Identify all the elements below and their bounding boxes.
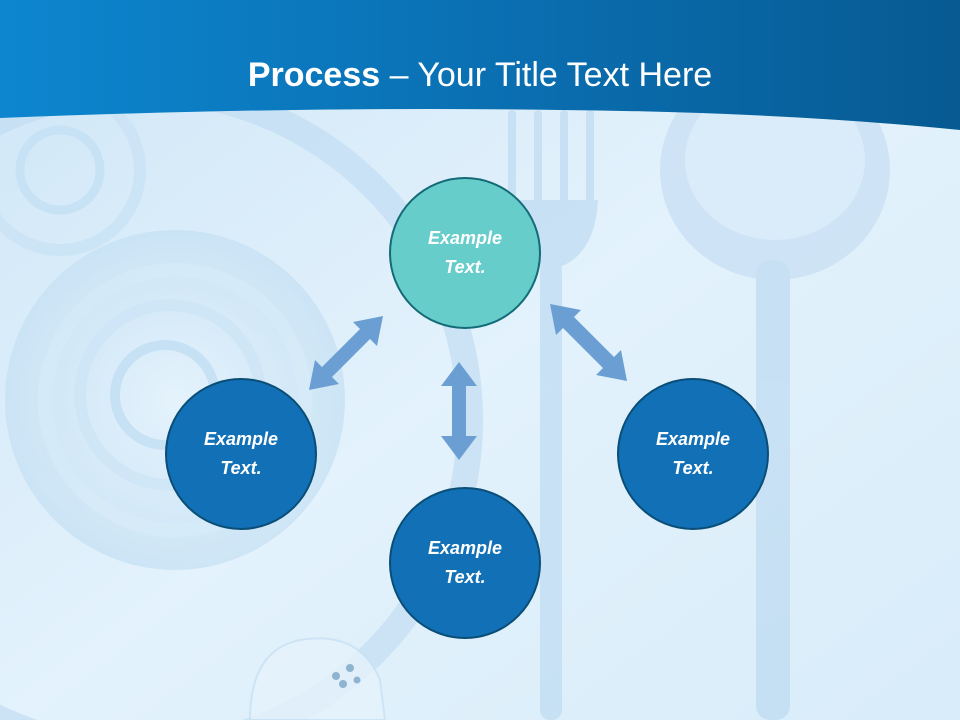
- node-bottom-line2: Text.: [444, 567, 486, 587]
- salt-shaker-decoration: [248, 637, 387, 720]
- slide-title: Process – Your Title Text Here: [0, 52, 960, 98]
- node-left: Example Text.: [165, 378, 317, 530]
- node-right-line2: Text.: [672, 458, 714, 478]
- spoon-decoration: [660, 60, 890, 720]
- node-right-line1: Example: [655, 429, 731, 449]
- node-left-line1: Example: [203, 429, 279, 449]
- node-top: Example Text.: [389, 177, 541, 329]
- node-top-line2: Text.: [444, 257, 486, 277]
- node-right: Example Text.: [617, 378, 769, 530]
- title-rest: – Your Title Text Here: [380, 56, 713, 94]
- node-top-line1: Example: [427, 228, 503, 248]
- arrow-top-right: [550, 304, 627, 381]
- arrow-vertical: [441, 362, 477, 460]
- header-band: [0, 0, 960, 130]
- node-bottom: Example Text.: [389, 487, 541, 639]
- arrow-top-left: [309, 316, 383, 390]
- title-bold: Process: [247, 56, 381, 94]
- node-bottom-line1: Example: [427, 538, 503, 558]
- node-left-line2: Text.: [220, 458, 262, 478]
